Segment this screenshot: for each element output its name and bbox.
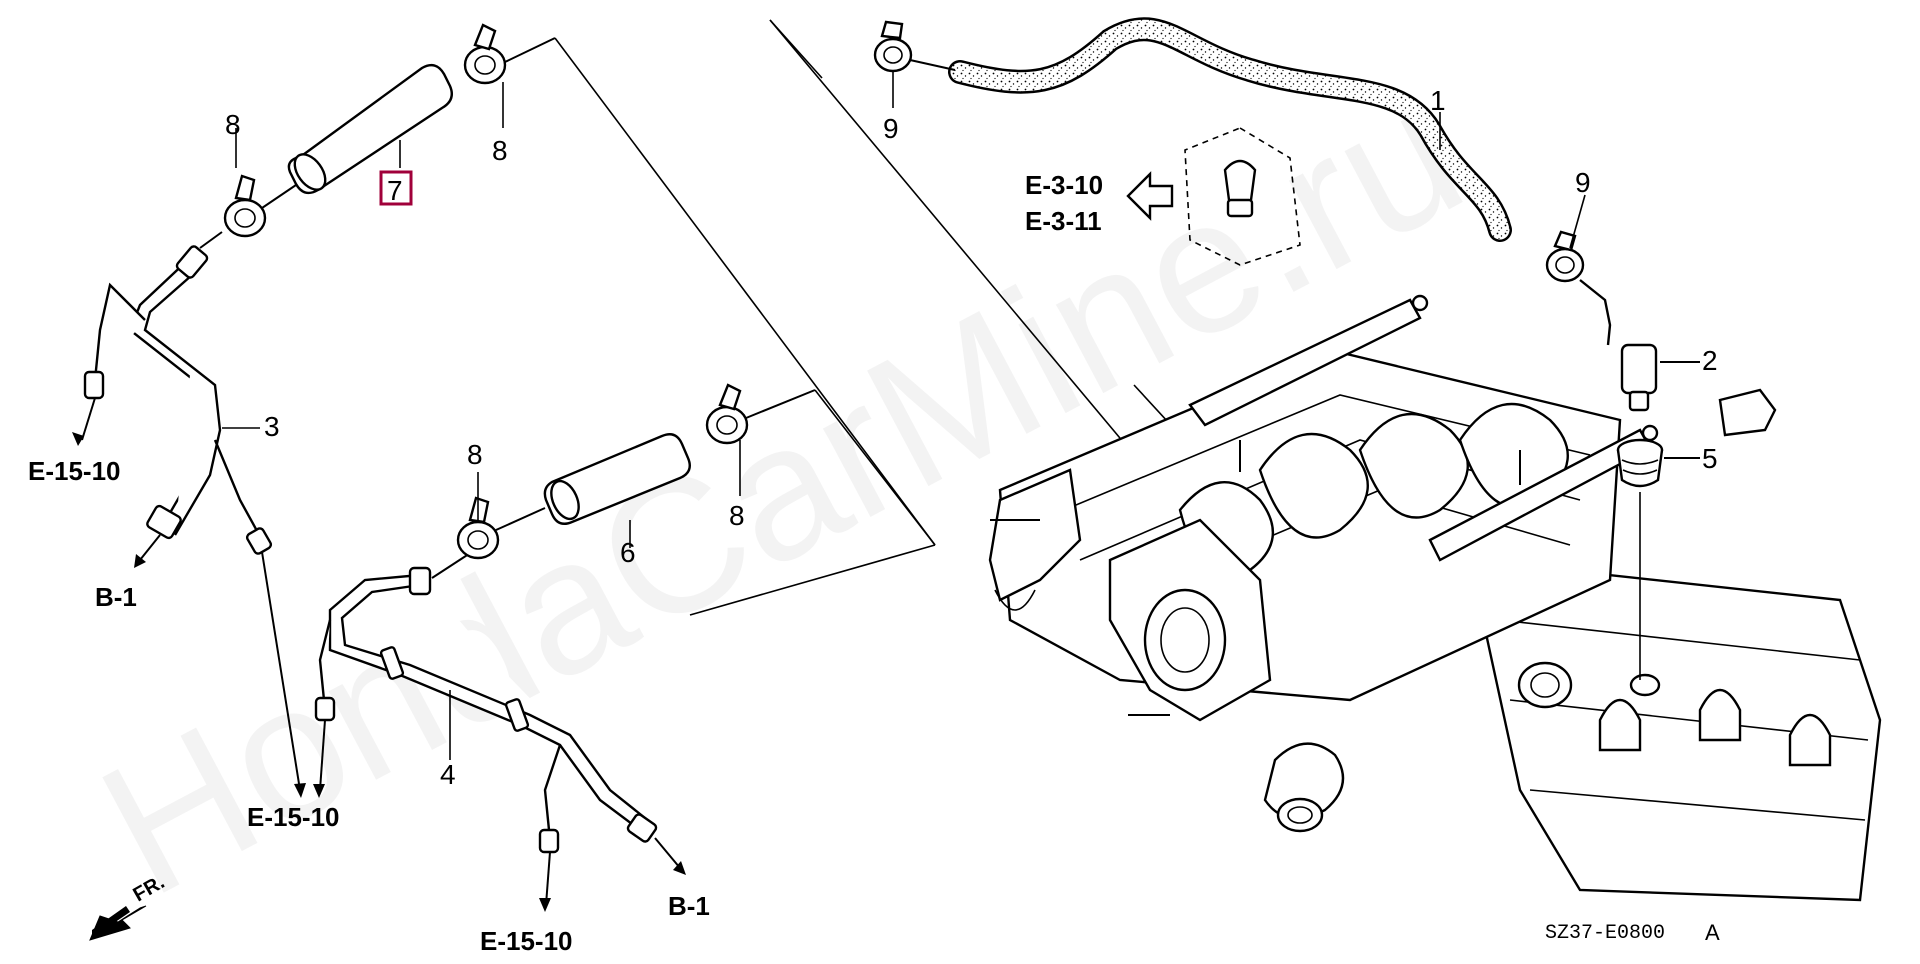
- callout-8: 8: [492, 135, 508, 166]
- part-2-pcv-valve[interactable]: [1579, 279, 1700, 412]
- ref-label-e-15-10[interactable]: E-15-10: [247, 802, 340, 832]
- callout-7-highlight-box[interactable]: [379, 170, 413, 206]
- part-1-pcv-hose[interactable]: [948, 17, 1512, 242]
- diagram-code: SZ37-E0800: [1545, 922, 1665, 945]
- callout-1: 1: [1430, 85, 1446, 116]
- callout-8: 8: [729, 500, 745, 531]
- ref-label-b-1[interactable]: B-1: [95, 582, 137, 612]
- clip-reference-box: [1184, 127, 1301, 266]
- callout-4: 4: [440, 759, 456, 790]
- ref-label-e-3-10[interactable]: E-3-10: [1025, 170, 1103, 200]
- reference-arrow: [1126, 171, 1174, 221]
- leader-line-hose1-engine: [769, 19, 1141, 463]
- intake-manifold-engine: [988, 294, 1882, 902]
- part-9-hose-clamp[interactable]: [1545, 230, 1585, 283]
- callout-6: 6: [620, 537, 636, 568]
- part-8-hose-clamp[interactable]: [223, 174, 297, 238]
- leader-line-hose6: [689, 544, 936, 616]
- part-6-breather-hose[interactable]: [543, 433, 691, 525]
- callout-3: 3: [264, 411, 280, 442]
- callout-8: 8: [467, 439, 483, 470]
- ref-arrow-e15-c: [539, 851, 551, 912]
- callout-9: 9: [883, 113, 899, 144]
- ref-label-b-1[interactable]: B-1: [668, 891, 710, 921]
- part-4-breather-pipe[interactable]: [314, 547, 658, 854]
- part-8-hose-clamp[interactable]: [463, 23, 556, 85]
- part-3-breather-pipe[interactable]: [83, 231, 273, 555]
- part-5-pcv-grommet[interactable]: [1616, 438, 1700, 680]
- callout-9: 9: [1575, 167, 1591, 198]
- diagram-code-suffix: A: [1705, 920, 1720, 945]
- part-8-hose-clamp[interactable]: [456, 496, 546, 560]
- ref-arrow-e15-b: [261, 551, 326, 798]
- part-7-breather-hose[interactable]: [287, 63, 453, 195]
- callout-8: 8: [225, 109, 241, 140]
- part-8-hose-clamp[interactable]: [705, 383, 936, 546]
- callout-2: 2: [1702, 345, 1718, 376]
- ref-label-e-3-11[interactable]: E-3-11: [1025, 206, 1102, 236]
- leader-line-hose7-engine: [554, 37, 936, 546]
- part-9-hose-clamp[interactable]: [873, 20, 956, 73]
- ref-label-e-15-10[interactable]: E-15-10: [28, 456, 121, 486]
- ref-arrow-b1-a: [134, 534, 161, 568]
- callout-5: 5: [1702, 443, 1718, 474]
- ref-label-e-15-10[interactable]: E-15-10: [480, 926, 573, 956]
- ref-arrow-e15-a: [72, 397, 96, 446]
- ref-arrow-b1-b: [654, 837, 686, 875]
- callout-7[interactable]: 7: [387, 175, 403, 206]
- leader-9b: [1569, 194, 1586, 249]
